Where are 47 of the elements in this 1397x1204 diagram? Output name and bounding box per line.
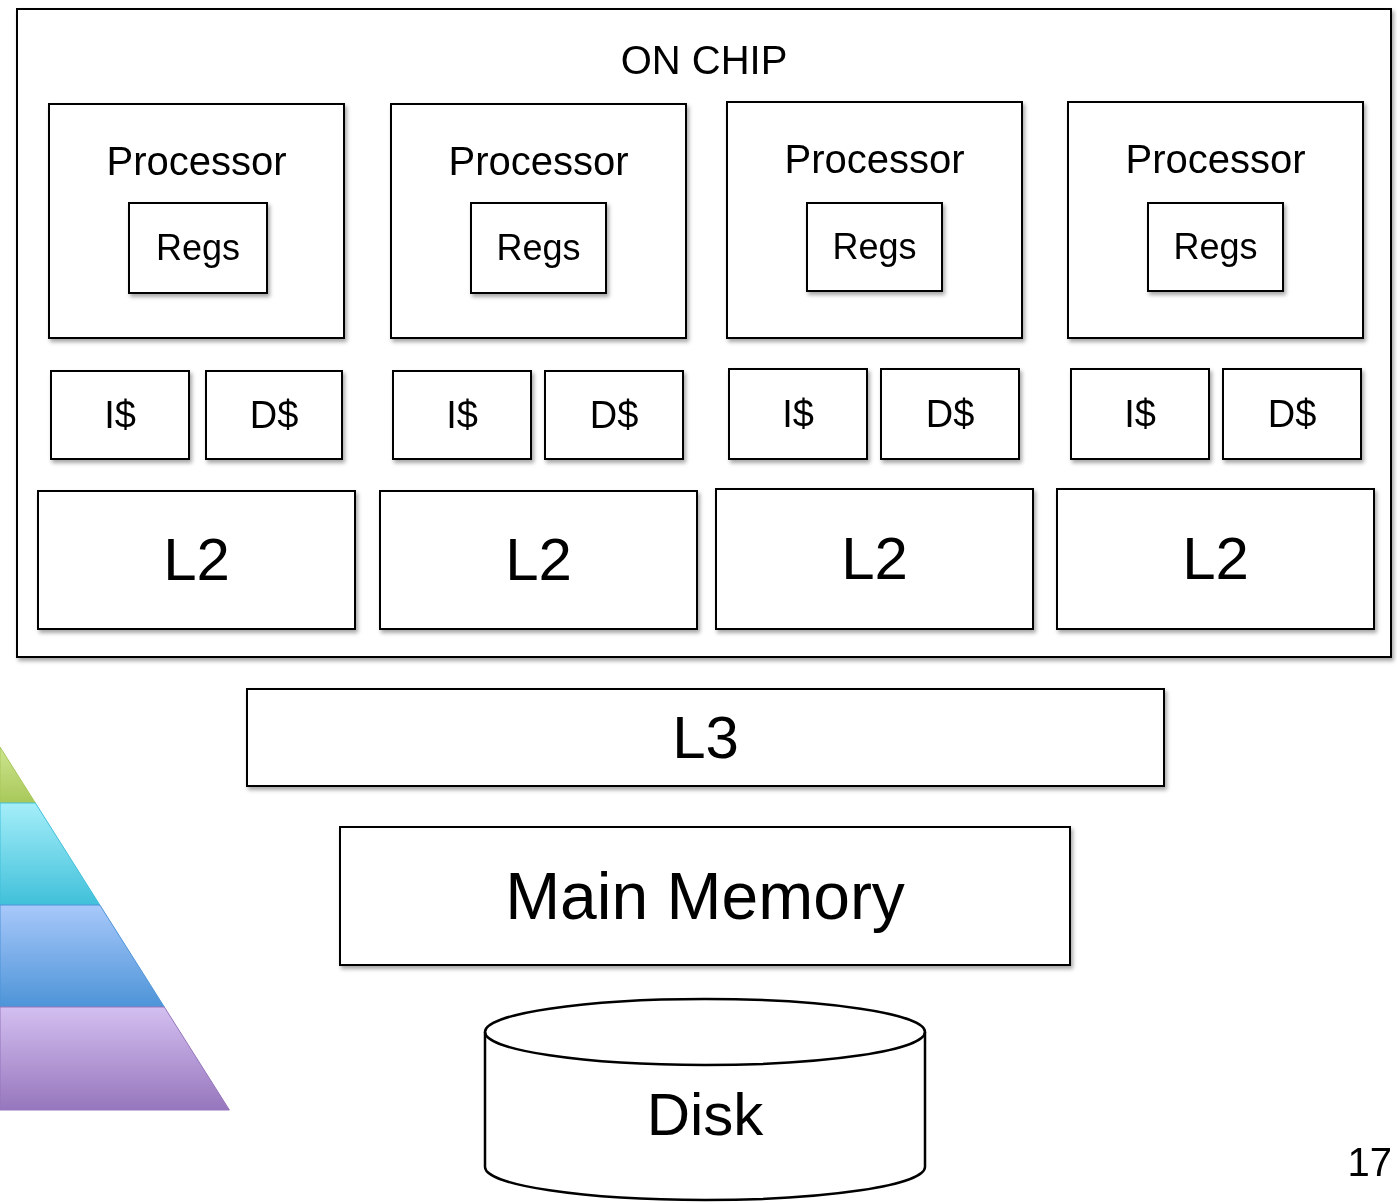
box-label: Regs bbox=[495, 230, 582, 266]
box-label: Processor bbox=[447, 141, 630, 181]
box-label: L3 bbox=[671, 707, 740, 768]
box-label: Disk bbox=[645, 1085, 765, 1145]
box-label: ON CHIP bbox=[619, 40, 789, 80]
box-label: Processor bbox=[105, 141, 288, 181]
box-label: I$ bbox=[781, 395, 815, 433]
box-label: D$ bbox=[588, 396, 640, 434]
cache-box bbox=[392, 370, 532, 460]
cache-box bbox=[1056, 488, 1375, 630]
box-label: D$ bbox=[248, 396, 300, 434]
cache-box bbox=[50, 370, 190, 460]
cache-box bbox=[1222, 368, 1362, 460]
box-label: I$ bbox=[445, 396, 479, 434]
register-box bbox=[806, 202, 943, 292]
cache-box bbox=[544, 370, 684, 460]
cache-box bbox=[37, 490, 356, 630]
box-label: Regs bbox=[1172, 229, 1259, 265]
cache-box bbox=[379, 490, 698, 630]
box-label: I$ bbox=[103, 396, 137, 434]
processor-box bbox=[390, 103, 687, 339]
cache-box bbox=[205, 370, 343, 460]
register-box bbox=[470, 202, 607, 294]
processor-box bbox=[726, 101, 1023, 339]
box-label: L2 bbox=[162, 530, 231, 590]
box-label: Regs bbox=[831, 229, 918, 265]
processor-box bbox=[1067, 101, 1364, 339]
box-label: Processor bbox=[1124, 139, 1307, 179]
cache-box bbox=[1070, 368, 1210, 460]
box-label: Regs bbox=[154, 230, 241, 266]
box-label: D$ bbox=[1266, 395, 1318, 433]
box-label: Processor bbox=[783, 139, 966, 179]
page-number: 17 bbox=[1347, 1142, 1392, 1182]
box-label: L2 bbox=[840, 529, 909, 589]
box-label: D$ bbox=[924, 395, 976, 433]
register-box bbox=[1147, 202, 1284, 292]
memory-box bbox=[339, 826, 1071, 966]
cache-box bbox=[728, 368, 868, 460]
box-label: L2 bbox=[504, 530, 573, 590]
chip-boundary-box bbox=[16, 8, 1392, 658]
register-box bbox=[128, 202, 268, 294]
cache-box bbox=[715, 488, 1034, 630]
processor-box bbox=[48, 103, 345, 339]
cache-box bbox=[880, 368, 1020, 460]
box-label: L2 bbox=[1181, 529, 1250, 589]
cache-box bbox=[246, 688, 1165, 787]
box-label: I$ bbox=[1123, 395, 1157, 433]
